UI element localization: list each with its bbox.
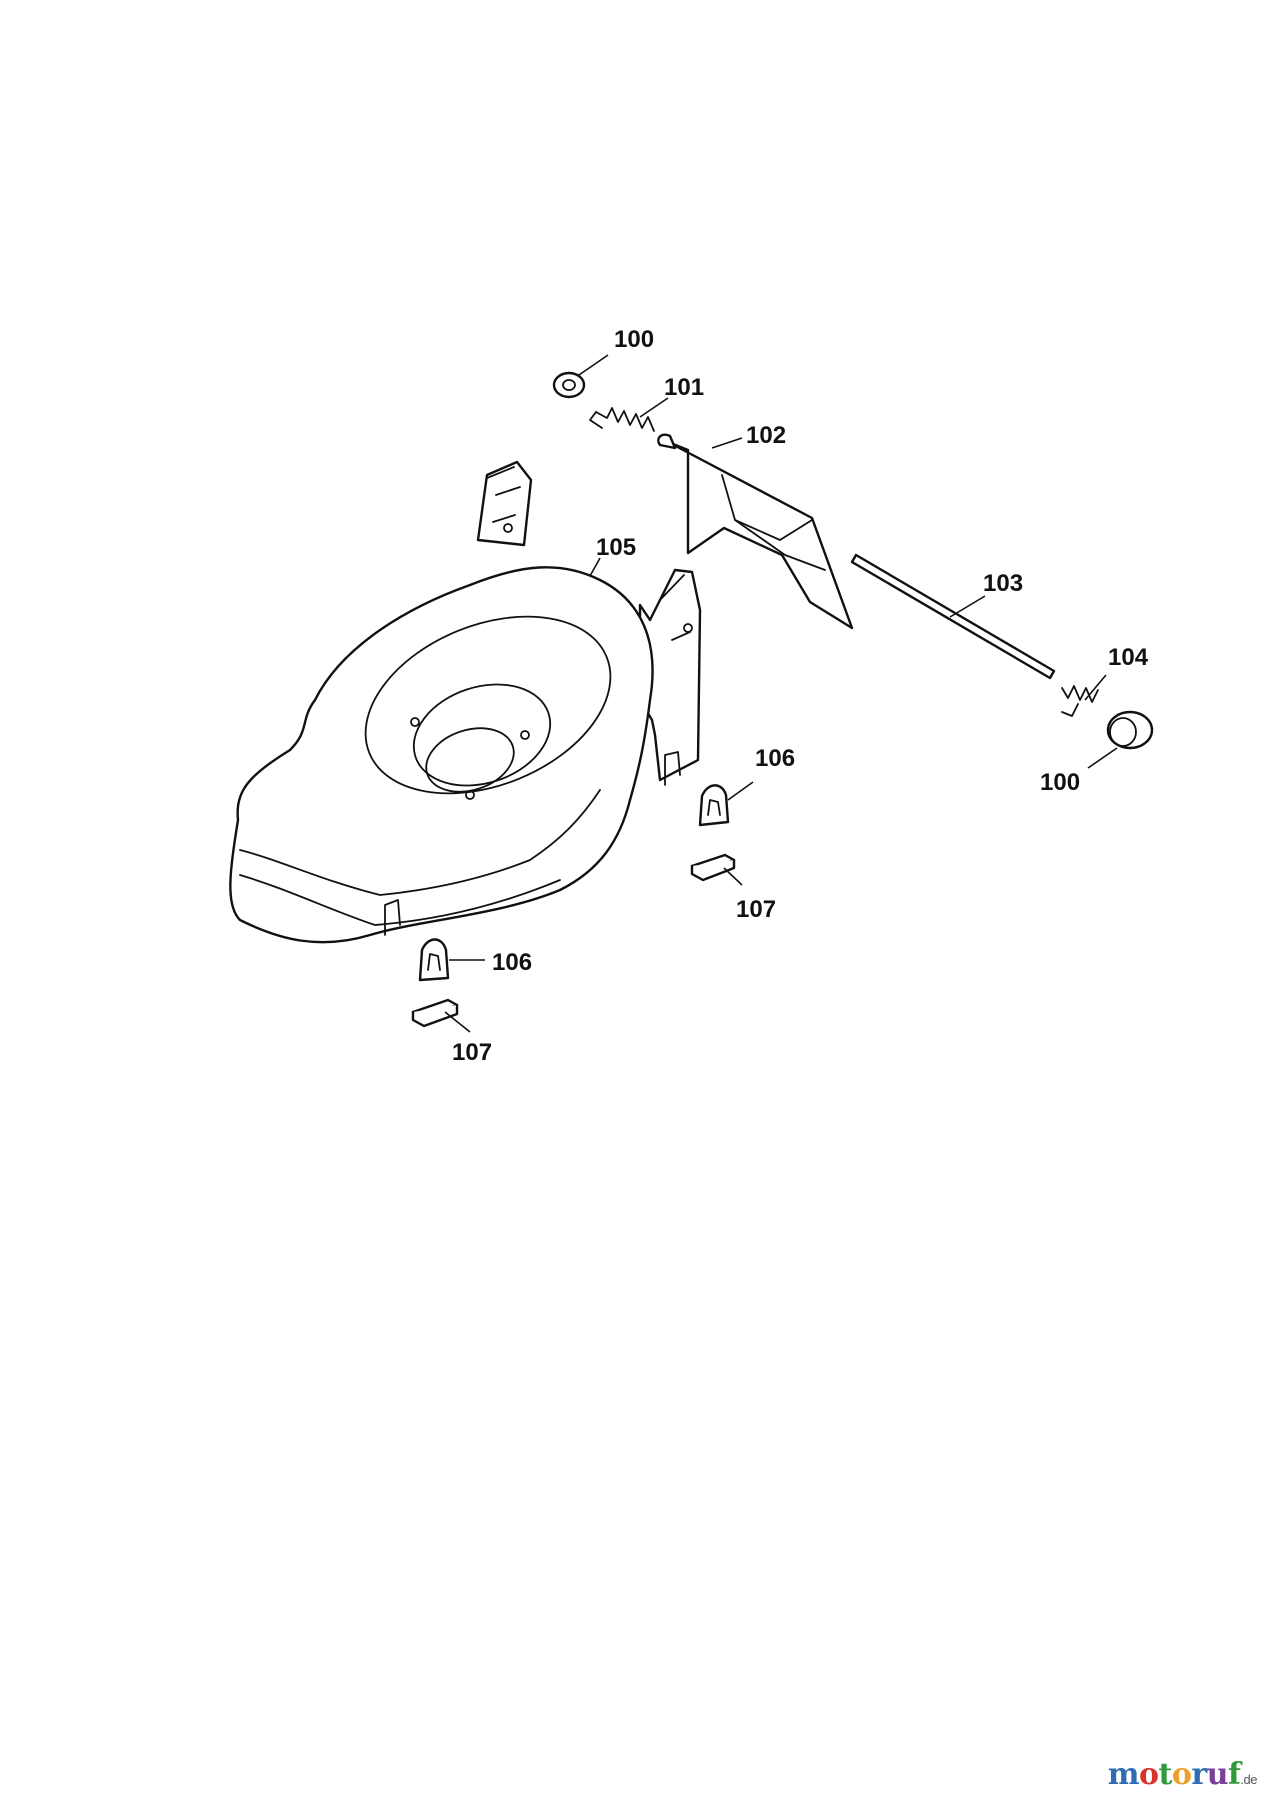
cap-part-100-right	[1106, 710, 1154, 750]
callout-106-left: 106	[492, 949, 532, 976]
bracket-part-107-right	[690, 853, 736, 882]
callout-107-left: 107	[452, 1039, 492, 1066]
torsion-spring-part-101	[589, 407, 655, 432]
logo-letter: t	[1158, 1757, 1173, 1792]
callout-102: 102	[746, 422, 786, 449]
clip-part-106-right	[698, 784, 730, 827]
logo-letter: u	[1206, 1757, 1229, 1792]
callout-100-top: 100	[614, 326, 654, 353]
leader-lines	[444, 354, 1118, 1033]
lock-washer-part-100-top	[552, 371, 586, 399]
callout-labels: 100 101 102 103 104 100 105 106 107 106 …	[452, 326, 1149, 1066]
motoruf-logo: motoruf.de	[1107, 1757, 1258, 1792]
callout-104: 104	[1108, 644, 1149, 671]
logo-letter: o	[1139, 1757, 1159, 1792]
logo-letter: r	[1191, 1757, 1207, 1792]
mower-deck-part-105	[229, 460, 702, 944]
spring-part-104	[1061, 685, 1099, 717]
bracket-part-107-left	[411, 998, 459, 1028]
callout-103: 103	[983, 570, 1023, 597]
logo-letter: m	[1107, 1757, 1140, 1792]
callout-101: 101	[664, 374, 704, 401]
logo-letter: o	[1171, 1757, 1192, 1792]
callout-106-right: 106	[755, 745, 795, 772]
axle-rod-part-103	[850, 553, 1056, 680]
callout-107-right: 107	[736, 896, 776, 923]
clip-part-106-left	[418, 938, 450, 982]
callout-100-right: 100	[1040, 769, 1080, 796]
callout-105: 105	[596, 534, 636, 561]
logo-suffix: .de	[1240, 1772, 1257, 1787]
discharge-flap-part-102	[657, 433, 854, 630]
logo-letter: f	[1228, 1757, 1241, 1792]
